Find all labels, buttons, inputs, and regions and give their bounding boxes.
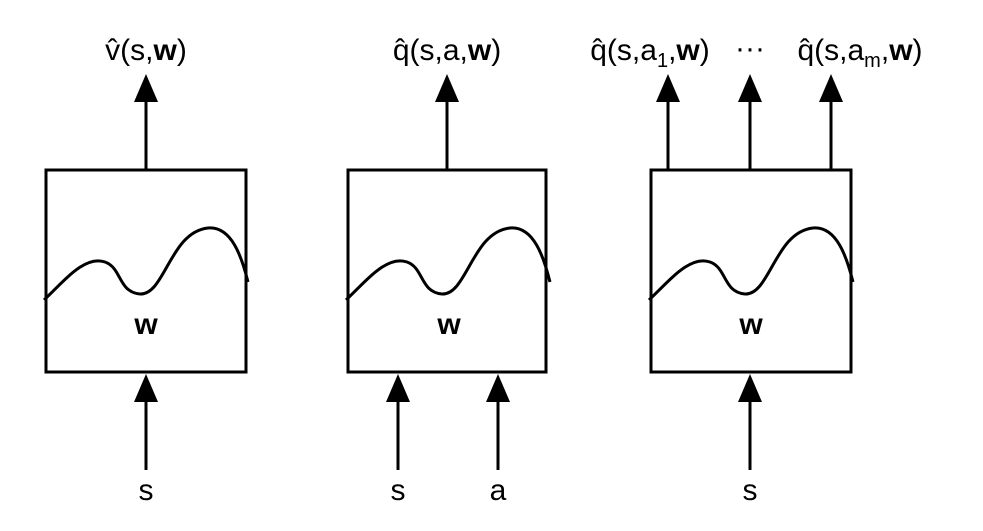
output-label-q-hat-am: q̂(s,am,w) (797, 34, 922, 72)
output-label-q-hat-a1: q̂(s,a1,w) (590, 34, 710, 72)
function-curve (647, 226, 855, 302)
panel-action-value-in: q̂(s,a,w) w s a (344, 34, 552, 507)
input-label-s: s (743, 474, 758, 507)
output-label-q-hat: q̂(s,a,w) (393, 34, 501, 67)
function-curve (344, 226, 552, 302)
weight-label: w (436, 308, 461, 341)
output-ellipsis: ··· (735, 32, 765, 65)
input-label-s: s (391, 474, 406, 507)
output-arrow-head-mid (738, 74, 762, 102)
output-arrow-head-a1 (656, 74, 680, 102)
output-arrow-head (435, 74, 459, 102)
input-arrow-head (738, 374, 762, 402)
input-arrow-head-a (486, 374, 510, 402)
weight-label: w (738, 308, 763, 341)
panel-state-value: v̂(s,w) w s (42, 34, 250, 507)
output-arrow-head-am (819, 74, 843, 102)
function-curve (42, 226, 250, 302)
panel-action-value-out: q̂(s,a1,w) ··· q̂(s,am,w) w s (590, 32, 922, 507)
output-arrow-head (134, 74, 158, 102)
input-label-a: a (490, 474, 507, 507)
input-arrow-head-s (386, 374, 410, 402)
output-label-v-hat: v̂(s,w) (105, 34, 187, 67)
input-label-s: s (139, 474, 154, 507)
input-arrow-head (134, 374, 158, 402)
weight-label: w (133, 308, 158, 341)
